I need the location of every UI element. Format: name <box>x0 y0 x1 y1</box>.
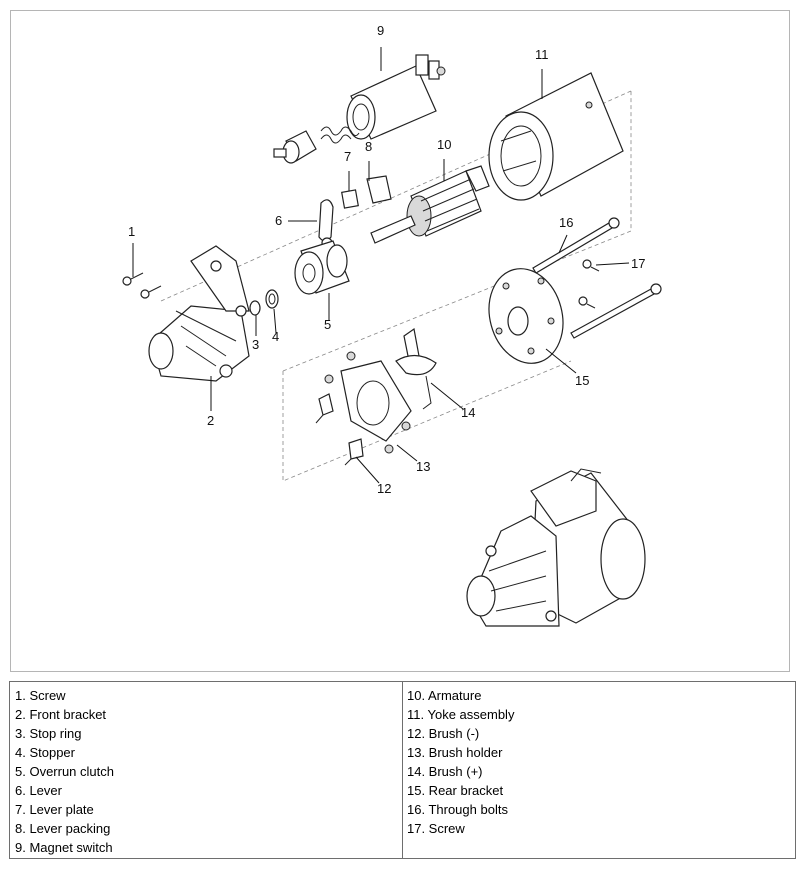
legend-item: 5. Overrun clutch <box>15 764 114 779</box>
callout-6: 6 <box>275 213 282 228</box>
legend-item: 11. Yoke assembly <box>407 707 515 722</box>
legend-item: 14. Brush (+) <box>407 764 483 779</box>
callout-2: 2 <box>207 413 214 428</box>
legend-item: 9. Magnet switch <box>15 840 113 855</box>
callout-17: 17 <box>631 256 645 271</box>
legend-column-right: 10. Armature 11. Yoke assembly 12. Brush… <box>403 682 795 858</box>
through-bolt-upper <box>532 222 613 274</box>
callout-9: 9 <box>377 23 384 38</box>
stopper <box>265 289 279 309</box>
legend-column-left: 1. Screw 2. Front bracket 3. Stop ring 4… <box>10 682 403 858</box>
lever <box>318 199 334 249</box>
rear-bracket <box>488 268 564 364</box>
magnet-switch <box>346 54 446 140</box>
legend-item: 4. Stopper <box>15 745 75 760</box>
callout-1: 1 <box>128 224 135 239</box>
lever-plate <box>341 189 359 209</box>
assembled-starter <box>466 468 646 627</box>
legend-item: 3. Stop ring <box>15 726 82 741</box>
parts-legend-table: 1. Screw 2. Front bracket 3. Stop ring 4… <box>9 681 796 859</box>
callout-12: 12 <box>377 481 391 496</box>
legend-item: 8. Lever packing <box>15 821 111 836</box>
through-bolt-lower <box>570 288 655 339</box>
stop-ring <box>249 300 261 316</box>
callout-15: 15 <box>575 373 589 388</box>
legend-item: 2. Front bracket <box>15 707 107 722</box>
armature <box>370 165 490 244</box>
brush-negative <box>315 393 364 466</box>
overrun-clutch <box>294 240 350 295</box>
legend-item: 15. Rear bracket <box>407 783 504 798</box>
callout-5: 5 <box>324 317 331 332</box>
callout-14: 14 <box>461 405 475 420</box>
lever-packing <box>366 175 392 204</box>
assembly-axis-brush <box>282 360 572 482</box>
exploded-view-diagram: 9 11 10 8 7 6 1 2 3 4 5 16 17 15 14 13 1… <box>122 23 662 627</box>
plunger-spring <box>273 126 360 164</box>
callout-13: 13 <box>416 459 430 474</box>
front-bracket <box>148 245 250 382</box>
rear-screws <box>578 259 600 309</box>
legend-item: 6. Lever <box>15 783 62 798</box>
legend-item: 10. Armature <box>407 688 482 703</box>
legend-item: 17. Screw <box>407 821 465 836</box>
legend-item: 1. Screw <box>15 688 66 703</box>
legend-item: 12. Brush (-) <box>407 726 480 741</box>
callout-11: 11 <box>535 47 549 62</box>
legend-item: 7. Lever plate <box>15 802 94 817</box>
brush-holder <box>324 351 412 454</box>
callout-3: 3 <box>252 337 259 352</box>
legend-item: 13. Brush holder <box>407 745 503 760</box>
callout-7: 7 <box>344 149 351 164</box>
callout-8: 8 <box>365 139 372 154</box>
yoke-assembly <box>488 72 624 201</box>
front-screws <box>122 272 162 299</box>
callout-16: 16 <box>559 215 573 230</box>
callout-10: 10 <box>437 137 451 152</box>
diagram-frame: 9 11 10 8 7 6 1 2 3 4 5 16 17 15 14 13 1… <box>10 10 790 672</box>
legend-item: 16. Through bolts <box>407 802 508 817</box>
brush-positive <box>395 327 437 410</box>
callout-4: 4 <box>272 329 279 344</box>
